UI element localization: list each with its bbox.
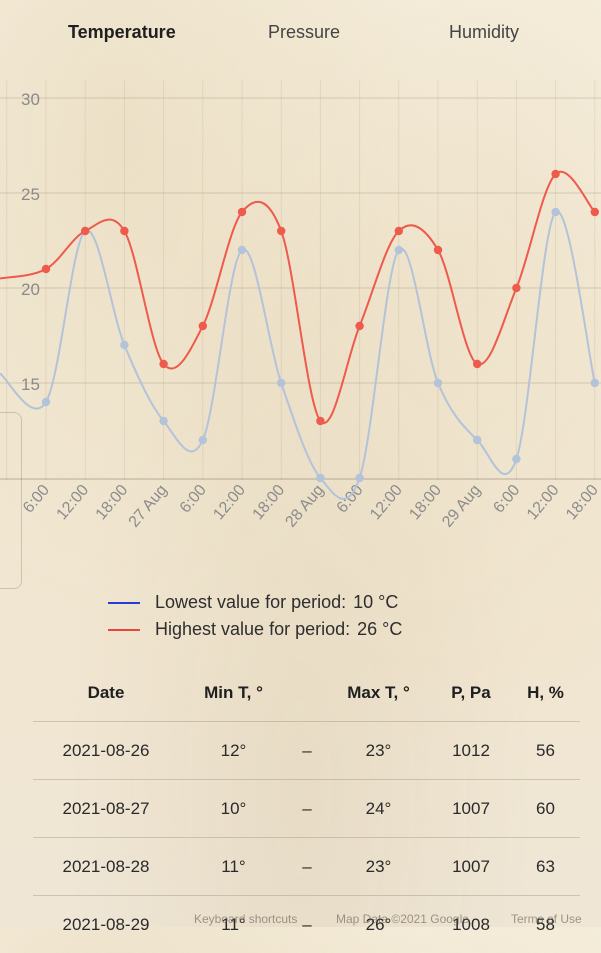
point-highest — [434, 246, 442, 254]
table-row: 2021-08-28 11° – 23° 1007 63 — [33, 838, 580, 896]
point-highest — [355, 322, 363, 330]
x-tick-label: 27 Aug — [126, 482, 171, 531]
point-highest — [277, 227, 285, 235]
metric-tabs: Temperature Pressure Humidity — [0, 22, 601, 48]
column-header-pressure: P, Pa — [431, 664, 511, 722]
x-tick-label: 6:00 — [490, 482, 523, 517]
cell-humidity: 56 — [511, 722, 580, 780]
legend-label-lowest: Lowest value for period: — [155, 592, 346, 613]
column-header-humidity: H, % — [511, 664, 580, 722]
x-tick-label: 6:00 — [177, 482, 210, 517]
point-lowest — [434, 379, 442, 387]
table-row: 2021-08-27 10° – 24° 1007 60 — [33, 780, 580, 838]
y-tick-label: 20 — [21, 280, 40, 299]
legend-item-lowest: Lowest value for period: 10 °C — [108, 589, 402, 616]
point-highest — [238, 208, 246, 216]
cell-max-temp: 24° — [326, 780, 431, 838]
point-highest — [42, 265, 50, 273]
weather-table: Date Min T, ° Max T, ° P, Pa H, % 2021-0… — [33, 664, 580, 953]
point-lowest — [551, 208, 559, 216]
point-highest — [512, 284, 520, 292]
x-tick-label: 28 Aug — [282, 482, 327, 531]
map-data-notice: Map Data ©2021 Google — [336, 912, 469, 926]
point-lowest — [199, 436, 207, 444]
legend-value-lowest: 10 °C — [353, 592, 398, 613]
series-line-lowest — [0, 211, 595, 499]
point-highest — [316, 417, 324, 425]
cell-max-temp: 23° — [326, 838, 431, 896]
cell-pressure: 1007 — [431, 780, 511, 838]
cell-date: 2021-08-27 — [33, 780, 179, 838]
point-lowest — [42, 398, 50, 406]
point-lowest — [159, 417, 167, 425]
table-header-row: Date Min T, ° Max T, ° P, Pa H, % — [33, 664, 580, 722]
point-highest — [159, 360, 167, 368]
column-header-separator — [288, 664, 326, 722]
column-header-min-temp: Min T, ° — [179, 664, 288, 722]
point-lowest — [277, 379, 285, 387]
point-lowest — [473, 436, 481, 444]
cell-date: 2021-08-26 — [33, 722, 179, 780]
series-line-highest — [0, 172, 595, 423]
x-tick-label: 12:00 — [53, 482, 92, 524]
point-highest — [473, 360, 481, 368]
legend-item-highest: Highest value for period: 26 °C — [108, 616, 402, 643]
point-highest — [591, 208, 599, 216]
column-header-date: Date — [33, 664, 179, 722]
x-tick-label: 18:00 — [249, 482, 288, 524]
point-lowest — [316, 474, 324, 482]
point-highest — [120, 227, 128, 235]
y-tick-label: 15 — [21, 375, 40, 394]
cell-max-temp: 23° — [326, 722, 431, 780]
map-attribution: Keyboard shortcuts Map Data ©2021 Google… — [0, 912, 601, 926]
cell-humidity: 60 — [511, 780, 580, 838]
legend-label-highest: Highest value for period: — [155, 619, 350, 640]
cell-dash: – — [288, 722, 326, 780]
point-lowest — [591, 379, 599, 387]
cell-min-temp: 10° — [179, 780, 288, 838]
y-tick-label: 30 — [21, 90, 40, 109]
point-lowest — [355, 474, 363, 482]
point-highest — [395, 227, 403, 235]
x-tick-label: 29 Aug — [439, 482, 484, 531]
x-tick-label: 12:00 — [210, 482, 249, 524]
keyboard-shortcuts-link[interactable]: Keyboard shortcuts — [194, 912, 297, 926]
cell-humidity: 63 — [511, 838, 580, 896]
point-lowest — [395, 246, 403, 254]
x-tick-label: 12:00 — [524, 482, 563, 524]
point-highest — [81, 227, 89, 235]
cell-min-temp: 11° — [179, 838, 288, 896]
cell-date: 2021-08-28 — [33, 838, 179, 896]
table-row: 2021-08-26 12° – 23° 1012 56 — [33, 722, 580, 780]
cell-dash: – — [288, 780, 326, 838]
x-tick-label: 18:00 — [563, 482, 601, 524]
cell-pressure: 1012 — [431, 722, 511, 780]
x-tick-label: 6:00 — [334, 482, 367, 517]
legend-swatch-highest — [108, 629, 140, 631]
point-lowest — [238, 246, 246, 254]
column-header-max-temp: Max T, ° — [326, 664, 431, 722]
tab-pressure[interactable]: Pressure — [268, 22, 340, 43]
cell-dash: – — [288, 838, 326, 896]
tab-temperature[interactable]: Temperature — [68, 22, 176, 43]
x-tick-label: 18:00 — [93, 482, 132, 524]
terms-of-use-link[interactable]: Terms of Use — [511, 912, 582, 926]
legend-swatch-lowest — [108, 602, 140, 604]
point-lowest — [120, 341, 128, 349]
point-highest — [199, 322, 207, 330]
legend-value-highest: 26 °C — [357, 619, 402, 640]
x-tick-label: 12:00 — [367, 482, 406, 524]
point-highest — [551, 170, 559, 178]
point-lowest — [512, 455, 520, 463]
tab-humidity[interactable]: Humidity — [449, 22, 519, 43]
chart-legend: Lowest value for period: 10 °C Highest v… — [108, 589, 402, 643]
y-tick-label: 25 — [21, 185, 40, 204]
x-tick-label: 6:00 — [20, 482, 53, 517]
x-tick-label: 18:00 — [406, 482, 445, 524]
cell-min-temp: 12° — [179, 722, 288, 780]
cell-pressure: 1007 — [431, 838, 511, 896]
